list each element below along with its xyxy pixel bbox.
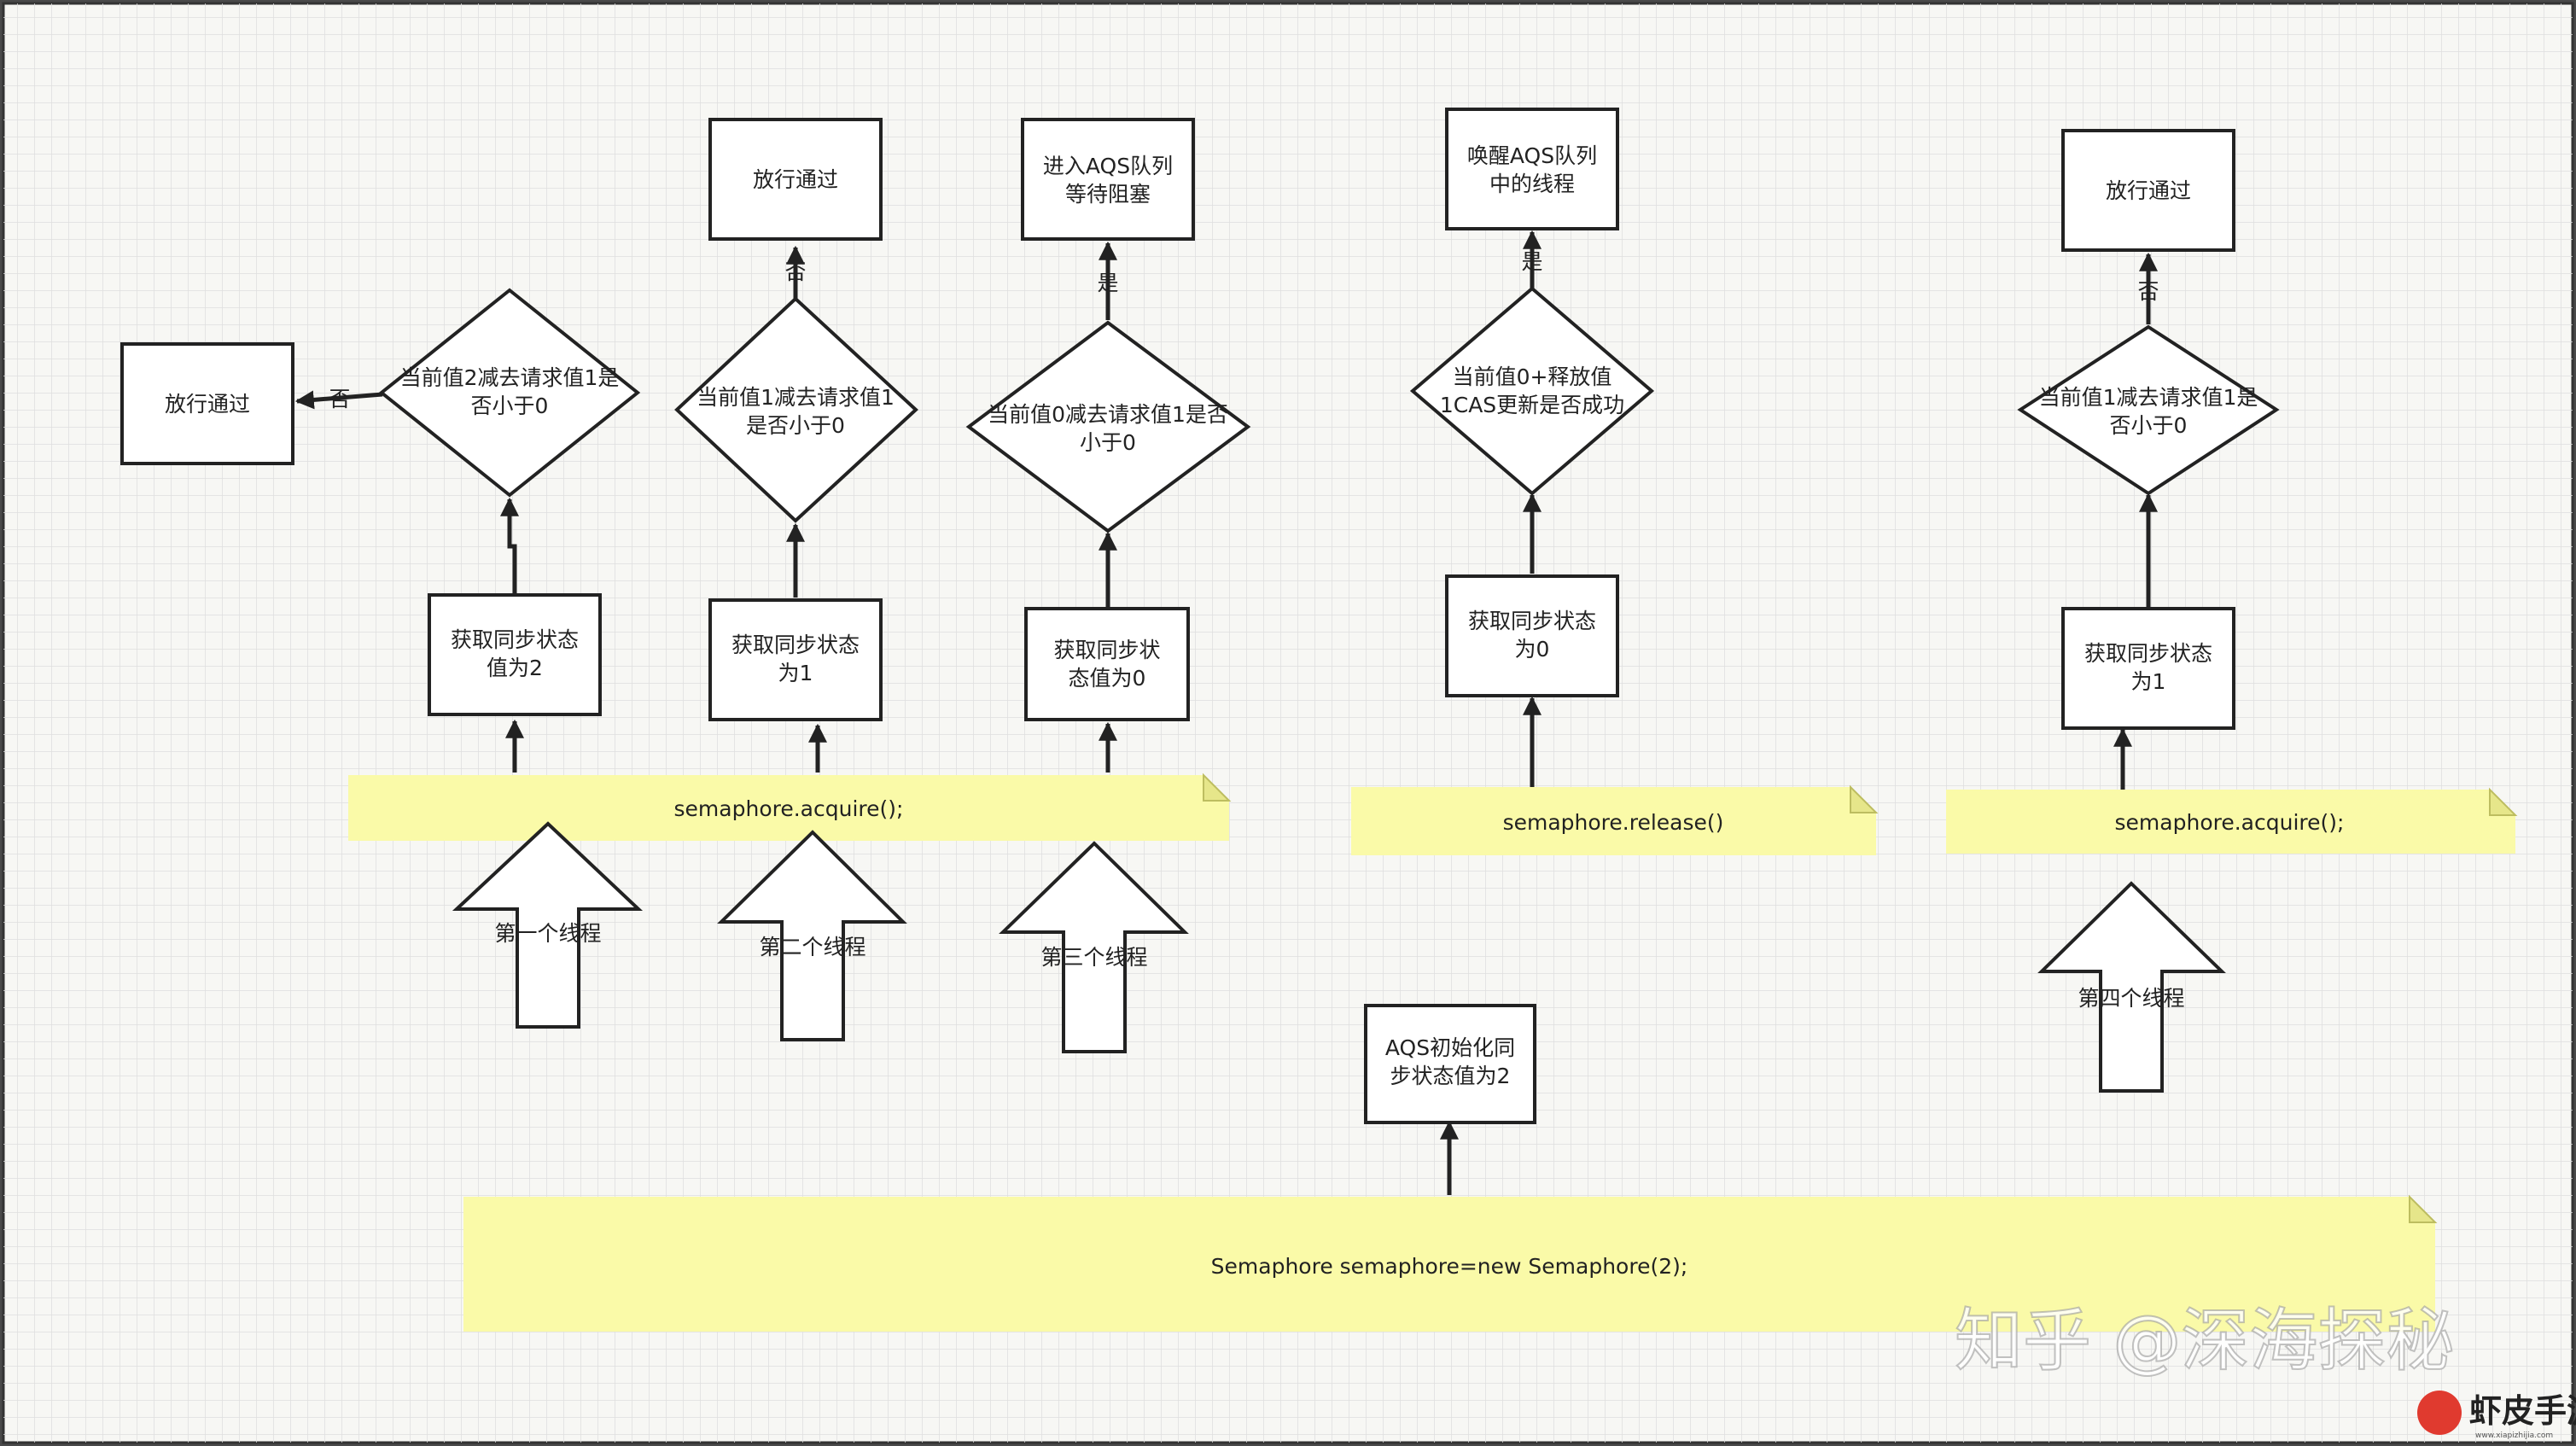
edge-label-yes-4: 是 xyxy=(1521,249,1542,274)
thread-4-label: 第四个线程 xyxy=(2078,986,2184,1011)
decision-4 xyxy=(1409,286,1655,496)
note-acquire-2: semaphore.acquire(); xyxy=(1946,787,2518,854)
thread-arrow-2 xyxy=(717,830,907,1041)
box-result-5 xyxy=(2061,129,2235,252)
get-state-3-text: 获取同步状态值为0 xyxy=(1053,638,1160,691)
edge-label-no-1: 否 xyxy=(329,387,350,411)
decision-2 xyxy=(674,296,918,523)
get-state-4-text: 获取同步状态为0 xyxy=(1468,609,1596,662)
watermark-logo-sub: www.xiapizhijia.com xyxy=(2475,1431,2553,1440)
thread-1-label: 第一个线程 xyxy=(494,921,601,946)
connector-state1-decision1 xyxy=(500,497,519,593)
thread-3-label: 第三个线程 xyxy=(1040,945,1147,970)
note-acquire-1-text: semaphore.acquire(); xyxy=(674,796,904,821)
box-result-3 xyxy=(1021,118,1195,241)
edge-label-no-5: 否 xyxy=(2137,279,2159,304)
note-acquire-2-text: semaphore.acquire(); xyxy=(2115,810,2345,835)
decision-3 xyxy=(965,320,1251,534)
connector-decision1-result1 xyxy=(294,390,383,410)
decision-3-text: 当前值0减去请求值1是否小于0 xyxy=(988,402,1228,455)
get-state-5-text: 获取同步状态为1 xyxy=(2084,641,2212,694)
note-release-text: semaphore.release() xyxy=(1503,810,1724,835)
thread-2-label: 第二个线程 xyxy=(759,935,865,959)
box-get-state-4 xyxy=(1445,574,1619,697)
note-init-text: Semaphore semaphore=new Semaphore(2); xyxy=(1211,1254,1688,1279)
thread-arrow-1 xyxy=(452,821,644,1029)
get-state-1-text: 获取同步状态值为2 xyxy=(451,627,579,680)
edge-label-yes-3: 是 xyxy=(1097,271,1118,295)
box-get-state-1 xyxy=(428,593,602,716)
thread-arrow-3 xyxy=(999,841,1189,1053)
box-get-state-3 xyxy=(1024,607,1190,721)
aqs-init-text: AQS初始化同步状态值为2 xyxy=(1385,1035,1515,1088)
watermark-logo-text: 虾皮手游网 xyxy=(2469,1392,2576,1430)
decision-1 xyxy=(378,288,641,498)
decision-1-text: 当前值2减去请求值1是否小于0 xyxy=(400,365,620,418)
watermark-logo: 虾皮手游网 www.xiapizhijia.com xyxy=(2417,1391,2576,1440)
result-1-text: 放行通过 xyxy=(165,392,250,417)
result-5-text: 放行通过 xyxy=(2106,178,2191,203)
box-result-2 xyxy=(708,118,883,241)
box-get-state-5 xyxy=(2061,607,2235,730)
decision-5 xyxy=(2017,324,2280,496)
watermark-logo-icon xyxy=(2417,1391,2462,1435)
result-2-text: 放行通过 xyxy=(753,167,838,192)
box-aqs-init xyxy=(1364,1004,1536,1124)
note-release: semaphore.release() xyxy=(1351,784,1879,855)
decision-5-text: 当前值1减去请求值1是否小于0 xyxy=(2039,385,2258,438)
thread-arrow-4 xyxy=(2037,881,2226,1093)
edge-label-no-2: 否 xyxy=(784,259,806,284)
result-3-text: 进入AQS队列等待阻塞 xyxy=(1043,154,1173,207)
box-get-state-2 xyxy=(708,598,883,721)
note-init: Semaphore semaphore=new Semaphore(2); xyxy=(463,1194,2438,1332)
watermark-text: 知乎 @深海探秘 xyxy=(1955,1301,2454,1380)
connectors xyxy=(294,230,2158,1195)
result-4-text: 唤醒AQS队列中的线程 xyxy=(1467,143,1597,196)
note-acquire-1: semaphore.acquire(); xyxy=(348,773,1232,841)
box-result-1 xyxy=(120,342,294,465)
get-state-2-text: 获取同步状态为1 xyxy=(731,633,860,685)
box-result-4 xyxy=(1445,108,1619,230)
